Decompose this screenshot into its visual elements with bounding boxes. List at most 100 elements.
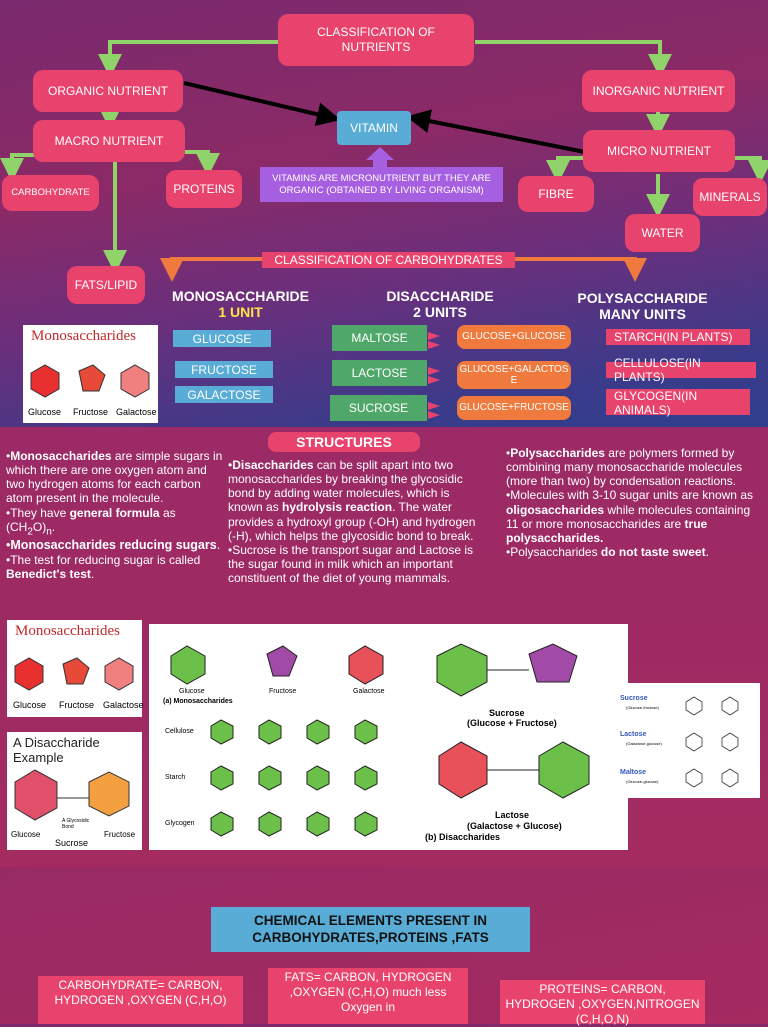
polysaccharide-unit: MANY UNITS [599, 306, 686, 323]
di-part-sucrose: GLUCOSE+FRUCTOSE [457, 396, 571, 420]
mono-para-2-end: . [51, 519, 56, 534]
minerals-box: MINERALS [693, 178, 767, 216]
big-label-fructose: Fructose [269, 688, 297, 695]
vitamin-note-box: VITAMINS ARE MICRONUTRIENT BUT THEY ARE … [260, 167, 503, 202]
big-label-lactose-sub: (Galactose + Glucose) [467, 821, 562, 831]
di-part-lactose: GLUCOSE+GALACTOS E [457, 361, 571, 389]
poly-para-1-bold: Polysaccharides [510, 446, 605, 460]
connector-arrows [0, 40, 768, 419]
monosaccharides-image-2: Monosaccharides Glucose Fructose Galacto… [7, 620, 144, 717]
structures-heading: STRUCTURES [268, 432, 420, 452]
disaccharide-side-image: Sucrose (Glucose-fructose) Lactose (Gala… [618, 683, 760, 798]
mono-para-2: •They have general formula as (CH2O)n. [6, 505, 176, 538]
big-caption-b: (b) Disaccharides [425, 832, 501, 842]
poly-para-1: •Polysaccharides are polymers formed by … [506, 446, 743, 489]
structures-col-mono: •Monosaccharides are simple sugars in wh… [6, 449, 224, 581]
carbohydrate-box: CARBOHYDRATE [2, 175, 99, 211]
big-label-galactose: Galactose [353, 688, 385, 695]
mono2-label-galactose: Galactose [103, 700, 144, 710]
big-label-lactose: Lactose [495, 810, 530, 820]
poly-item-starch: STARCH(IN PLANTS) [606, 329, 750, 345]
disacch-label-glucose: Glucose [11, 830, 41, 839]
big-label-glycogen: Glycogen [165, 820, 195, 827]
disacch-label-fructose: Fructose [104, 830, 136, 839]
mono-label-galactose: Galactose [116, 407, 157, 417]
side-label-lactose: Lactose [620, 731, 647, 738]
poly-para-2-rest: while molecules containing 11 or more mo… [506, 502, 751, 531]
di-para-1-rest: can be split apart into two monosacchari… [228, 458, 463, 515]
poly-item-glycogen: GLYCOGEN(IN ANIMALS) [606, 389, 750, 417]
di-item-lactose: LACTOSE [332, 360, 427, 386]
mono-para-2-pre: They have [10, 505, 70, 520]
mono-para-1: •Monosaccharides are simple sugars in wh… [6, 449, 223, 506]
formula-o: O) [32, 519, 47, 534]
side-sub-sucrose: (Glucose-fructose) [626, 705, 659, 710]
inorganic-nutrient-box: INORGANIC NUTRIENT [582, 70, 735, 112]
mono-para-3-end: . [216, 537, 221, 552]
classification-of-carbohydrates-bar: CLASSIFICATION OF CARBOHYDRATES [262, 252, 515, 268]
big-label-starch: Starch [165, 774, 186, 781]
big-caption-a: (a) Monosaccharides [163, 698, 233, 705]
mono2-label-fructose: Fructose [59, 700, 95, 710]
mono-item-glucose: GLUCOSE [173, 330, 271, 347]
disacch-rings [14, 769, 130, 821]
poly-para-3-pre: Polysaccharides [510, 545, 601, 560]
mono-para-2-formula: as (CH [6, 505, 176, 534]
structures-col-poly: •Polysaccharides are polymers formed by … [506, 446, 754, 559]
poly-para-3: •Polysaccharides do not taste sweet. [506, 545, 709, 560]
side-sub-lactose: (Galactose-glucose) [626, 741, 662, 746]
proteins-elements-box: PROTEINS= CARBON, HYDROGEN ,OXYGEN,NITRO… [500, 980, 705, 1026]
di-para-1-bold: Disaccharides [232, 458, 314, 472]
di-part-maltose: GLUCOSE+GLUCOSE [457, 325, 571, 349]
poly-para-3-end: . [705, 545, 709, 560]
di-para-2-text: Sucrose is the transport sugar and Lacto… [228, 542, 473, 586]
poly-item-cellulose: CELLULOSE(IN PLANTS) [606, 356, 756, 384]
formula-sub-2: 2 [27, 526, 33, 538]
mono-label-glucose: Glucose [28, 407, 62, 417]
disacch-title: A Disaccharide Example [13, 735, 100, 765]
mono-item-galactose: GALACTOSE [175, 386, 273, 403]
poly-para-3-bold: do not taste sweet [600, 545, 706, 560]
mono-para-4-pre: The test for reducing sugar is called [10, 552, 201, 567]
disaccharide-title: DISACCHARIDE [386, 288, 494, 304]
side-label-maltose: Maltose [620, 769, 647, 776]
monosaccharide-rings [30, 364, 150, 398]
mono2-title: Monosaccharides [15, 623, 120, 639]
di-para-1: •Disaccharides can be split apart into t… [228, 458, 476, 543]
polysaccharide-title: POLYSACCHARIDE [577, 290, 708, 306]
mono-para-3-bold: Monosaccharides reducing sugars [10, 537, 217, 552]
monosaccharides-image-title: Monosaccharides [31, 328, 136, 344]
poly-para-2: •Molecules with 3-10 sugar units are kno… [506, 488, 753, 545]
big-label-cellulose: Cellulose [165, 728, 194, 735]
big-label-sucrose: Sucrose [489, 708, 525, 718]
mono-para-4-end: . [90, 566, 95, 581]
polysaccharide-heading: POLYSACCHARIDE MANY UNITS [555, 290, 730, 322]
mono-label-fructose: Fructose [73, 407, 109, 417]
di-item-sucrose: SUCROSE [330, 395, 427, 421]
fats-lipid-box: FATS/LIPID [67, 266, 145, 304]
disaccharide-unit: 2 UNITS [413, 304, 467, 321]
mono-para-3: •Monosaccharides reducing sugars. [6, 537, 221, 552]
poly-para-2-bold: oligosaccharides [506, 502, 605, 517]
di-para-1-bold2: hydrolysis reaction [282, 500, 393, 515]
disacch-label-bond: A Glycosidic Bond [62, 818, 90, 830]
big-label-sucrose-sub: (Glucose + Fructose) [467, 718, 557, 728]
mono-para-1-rest: are simple sugars in which there are one… [6, 449, 223, 506]
monosaccharides-image: Monosaccharides Glucose Fructose Galacto… [23, 325, 158, 423]
macro-nutrient-box: MACRO NUTRIENT [33, 120, 185, 162]
classification-of-nutrients-box: CLASSIFICATION OF NUTRIENTS [278, 14, 474, 66]
proteins-box: PROTEINS [166, 170, 242, 208]
side-sub-maltose: (Glucose-glucose) [626, 779, 659, 784]
mono2-label-glucose: Glucose [13, 700, 47, 710]
big-label-glucose: Glucose [179, 688, 205, 695]
di-para-1-rest2: . The water provides a hydroxyl group (-… [228, 500, 476, 543]
carbohydrate-elements-box: CARBOHYDRATE= CARBON, HYDROGEN ,OXYGEN (… [38, 976, 243, 1024]
mono-para-4: •The test for reducing sugar is called B… [6, 552, 201, 581]
monosaccharide-heading: MONOSACCHARIDE 1 UNIT [158, 288, 323, 320]
carbohydrate-structures-image: Glucose Fructose Galactose (a) Monosacch… [149, 624, 628, 850]
poly-para-2-bold2: true polysaccharides. [506, 516, 708, 545]
formula-sub-n: n [46, 526, 52, 538]
side-rings [685, 696, 739, 788]
mono-para-2-bold: general formula [69, 505, 160, 520]
poly-para-1-rest: are polymers formed by combining many mo… [506, 446, 743, 489]
